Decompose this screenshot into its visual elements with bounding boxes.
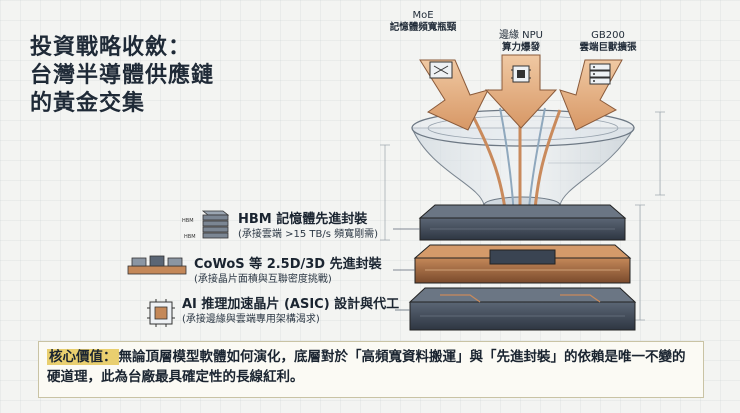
input-name: GB200 — [591, 30, 625, 41]
memory-bottleneck-icon — [429, 61, 453, 79]
core-value-body: 無論頂層模型軟體如何演化，底層對於「高頻寬資料搬運」與「先進封裝」的依賴是唯一不… — [47, 349, 686, 385]
hbm-tag: HBM — [184, 234, 196, 240]
layer-hbm — [418, 204, 627, 241]
layer-desc: (承接雲端 >15 TB/s 頻寬剛需) — [238, 229, 378, 240]
layer-cowos — [413, 244, 632, 284]
cowos-package-icon — [127, 255, 187, 275]
layer-title: AI 推理加速晶片 (ASIC) 設計與代工 — [182, 297, 400, 312]
core-value-text: 核心價值：無論頂層模型軟體如何演化，底層對於「高頻寬資料搬運」與「先進封裝」的依… — [47, 347, 697, 387]
title-line-3: 的黃金交集 — [30, 91, 146, 116]
hbm-tag: HBM — [182, 218, 194, 224]
page-title: 投資戰略收斂： 台灣半導體供應鏈 的黃金交集 — [30, 34, 214, 118]
chip-icon — [511, 65, 531, 83]
input-label-gb200: GB200 雲端巨獸擴張 — [560, 30, 656, 54]
layer-desc: (承接邊緣與雲端專用架構渴求) — [182, 314, 320, 325]
layer-label-hbm: HBM 記憶體先進封裝 (承接雲端 >15 TB/s 頻寬剛需) — [238, 211, 378, 241]
input-label-npu: 邊緣 NPU 算力爆發 — [476, 30, 566, 54]
layer-connectors — [393, 228, 420, 311]
asic-chip-icon — [147, 299, 175, 327]
layer-desc: (承接晶片面積與互聯密度挑戰) — [194, 274, 332, 285]
core-value-key: 核心價值： — [47, 349, 119, 365]
server-icon — [589, 63, 611, 85]
layer-asic — [408, 287, 637, 331]
input-label-moe: MoE 記憶體頻寬瓶頸 — [378, 10, 468, 34]
layer-label-cowos: CoWoS 等 2.5D/3D 先進封裝 (承接晶片面積與互聯密度挑戰) — [194, 256, 382, 286]
layer-title: CoWoS 等 2.5D/3D 先進封裝 — [194, 257, 382, 272]
input-name: MoE — [412, 10, 434, 21]
input-name: 邊緣 NPU — [498, 30, 543, 41]
hbm-stack-icon — [201, 210, 230, 239]
input-arrow-npu — [484, 54, 558, 129]
core-value-box: 核心價值：無論頂層模型軟體如何演化，底層對於「高頻寬資料搬運」與「先進封裝」的依… — [38, 341, 704, 398]
input-desc: 雲端巨獸擴張 — [579, 42, 637, 53]
title-line-2: 台灣半導體供應鏈 — [30, 63, 215, 88]
input-desc: 記憶體頻寬瓶頸 — [389, 22, 457, 33]
title-line-1: 投資戰略收斂： — [30, 35, 192, 60]
input-desc: 算力爆發 — [501, 42, 540, 53]
layer-label-asic: AI 推理加速晶片 (ASIC) 設計與代工 (承接邊緣與雲端專用架構渴求) — [182, 296, 399, 326]
layer-title: HBM 記憶體先進封裝 — [238, 212, 368, 227]
